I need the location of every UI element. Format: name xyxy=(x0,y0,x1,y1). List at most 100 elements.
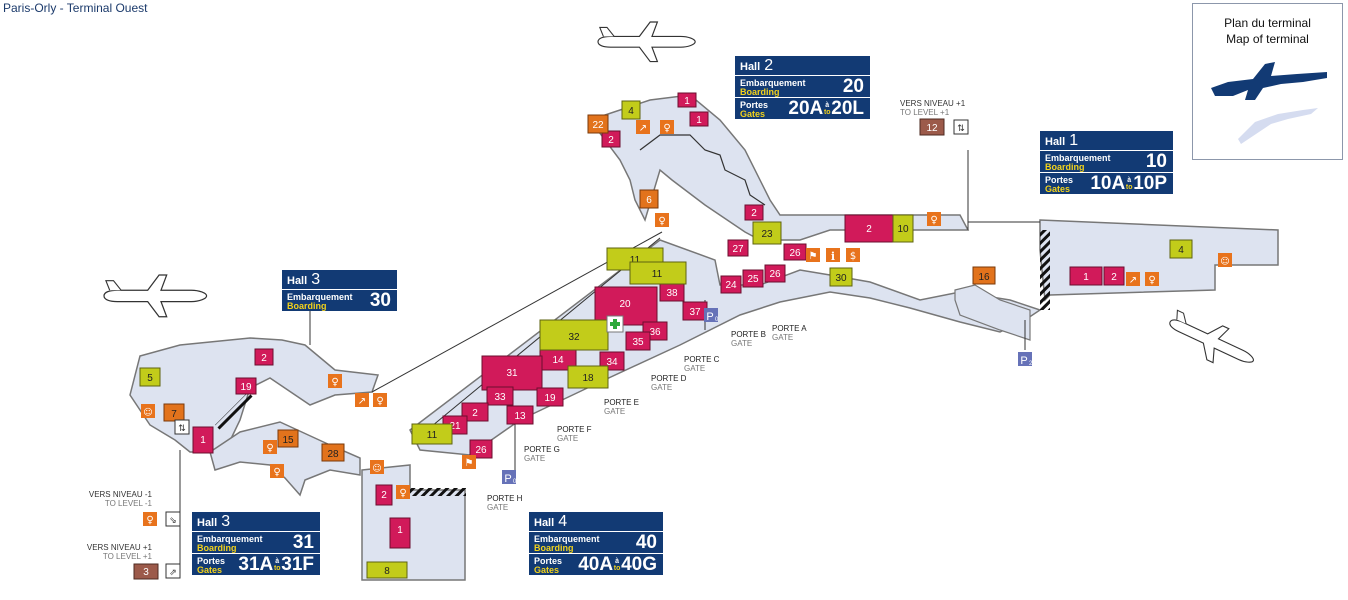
toilet-icon[interactable]: ♀ xyxy=(373,393,387,407)
marker-shop[interactable]: 26 xyxy=(764,264,786,283)
marker-food[interactable]: 11 xyxy=(629,261,687,285)
airplane-icon xyxy=(103,274,208,318)
toilet-icon[interactable]: ♀ xyxy=(655,213,669,227)
marker-shop[interactable]: 19 xyxy=(536,387,564,407)
toilet-icon[interactable]: ♀ xyxy=(143,512,157,526)
marker-shop[interactable]: 13 xyxy=(506,405,534,425)
marker-food[interactable]: 18 xyxy=(567,365,609,389)
marker-shop[interactable]: 2 xyxy=(601,130,621,148)
marker-service[interactable]: 15 xyxy=(277,429,299,448)
luggage-icon[interactable]: ⚑ xyxy=(462,455,476,469)
airplane-icon xyxy=(597,21,696,63)
boarding-label-en: Boarding xyxy=(534,543,574,553)
marker-shop[interactable]: 19 xyxy=(235,377,257,395)
marker-shop[interactable]: 27 xyxy=(727,239,749,257)
toilet-icon[interactable]: ♀ xyxy=(270,464,284,478)
playground-icon[interactable]: ☺ xyxy=(1218,253,1232,267)
marker-shop[interactable]: 1 xyxy=(1069,266,1103,286)
playground-icon[interactable]: ☺ xyxy=(141,404,155,418)
marker-shop[interactable]: 26 xyxy=(783,243,807,261)
elevator-icon[interactable]: ⇅ xyxy=(953,119,969,135)
marker-food[interactable]: 23 xyxy=(752,221,782,245)
marker-shop[interactable]: 26 xyxy=(469,439,493,459)
toilet-icon[interactable]: ♀ xyxy=(927,212,941,226)
first-aid-icon[interactable] xyxy=(606,315,624,333)
level-marker-3[interactable]: 3 xyxy=(133,563,159,580)
elevator-icon[interactable]: ⇅ xyxy=(174,419,190,435)
marker-food[interactable]: 4 xyxy=(1169,239,1193,259)
boarding-label-fr: Embarquement xyxy=(287,292,353,302)
marker-service[interactable]: 6 xyxy=(639,189,659,209)
toilet-icon[interactable]: ♀ xyxy=(660,120,674,134)
gate-name-en: GATE xyxy=(604,407,626,416)
toilet-icon[interactable]: ♀ xyxy=(263,440,277,454)
level-note-fr: VERS NIVEAU +1 xyxy=(900,99,966,108)
marker-service[interactable]: 28 xyxy=(321,443,345,462)
legend-title-fr: Plan du terminal xyxy=(1224,16,1311,30)
playground-icon[interactable]: ☺ xyxy=(370,460,384,474)
marker-service[interactable]: 22 xyxy=(587,114,609,134)
marker-shop[interactable]: 2 xyxy=(844,214,894,243)
hall-word: Hall xyxy=(740,61,761,73)
marker-shop[interactable]: 35 xyxy=(625,331,651,351)
marker-shop[interactable]: 31 xyxy=(481,355,543,391)
escalator-icon[interactable]: ↗ xyxy=(355,393,369,407)
marker-shop[interactable]: 2 xyxy=(461,402,489,422)
marker-shop[interactable]: 2 xyxy=(254,348,274,366)
marker-service[interactable]: 7 xyxy=(163,403,185,422)
marker-shop[interactable]: 2 xyxy=(1103,266,1125,286)
marker-shop[interactable]: 1 xyxy=(677,92,697,108)
marker-shop[interactable]: 1 xyxy=(389,517,411,549)
marker-food[interactable]: 10 xyxy=(892,214,914,243)
marker-food[interactable]: 30 xyxy=(829,267,853,287)
marker-shop[interactable]: 37 xyxy=(682,301,708,321)
marker-food[interactable]: 8 xyxy=(366,561,408,579)
marker-food[interactable]: 11 xyxy=(411,423,453,445)
toilet-icon[interactable]: ♀ xyxy=(396,485,410,499)
marker-shop[interactable]: 38 xyxy=(659,282,685,302)
escalator-icon[interactable]: ⇗ xyxy=(165,563,181,579)
toilet-icon[interactable]: ♀ xyxy=(1145,272,1159,286)
marker-shop[interactable]: 25 xyxy=(742,269,764,288)
marker-shop[interactable]: 1 xyxy=(192,426,214,454)
marker-shop[interactable]: 2 xyxy=(744,204,764,221)
gate-range-start: 40A xyxy=(578,554,614,575)
marker-shop[interactable]: 33 xyxy=(486,386,514,406)
boarding-label-fr: Embarquement xyxy=(740,78,806,88)
marker-shop[interactable]: 2 xyxy=(375,484,393,506)
marker-shop[interactable]: 24 xyxy=(720,275,742,294)
svg-text:$: $ xyxy=(850,251,856,262)
info-icon[interactable]: i xyxy=(826,248,840,263)
marker-food[interactable]: 5 xyxy=(139,367,161,387)
escalator-icon[interactable]: ↗ xyxy=(1126,272,1140,286)
luggage-icon[interactable]: ⚑ xyxy=(806,248,820,262)
currency-exchange-icon[interactable]: $ xyxy=(846,248,860,262)
marker-service[interactable]: 16 xyxy=(972,266,996,285)
marker-shop[interactable]: 20 xyxy=(594,286,658,326)
marker-food[interactable]: 32 xyxy=(539,319,609,351)
marker-shop[interactable]: 1 xyxy=(689,111,709,127)
range-to: to xyxy=(1125,183,1133,191)
level-marker-12[interactable]: 12 xyxy=(919,118,945,136)
legend-title-en: Map of terminal xyxy=(1226,32,1309,46)
escalator-icon[interactable]: ↗ xyxy=(636,120,650,134)
escalator-icon[interactable]: ⇘ xyxy=(165,511,181,527)
marker-food[interactable]: 4 xyxy=(621,100,641,120)
boarding-label-fr: Embarquement xyxy=(197,534,263,544)
marker-label: 31 xyxy=(506,368,518,379)
toilet-icon[interactable]: ♀ xyxy=(328,374,342,388)
range-a: à xyxy=(615,557,620,565)
